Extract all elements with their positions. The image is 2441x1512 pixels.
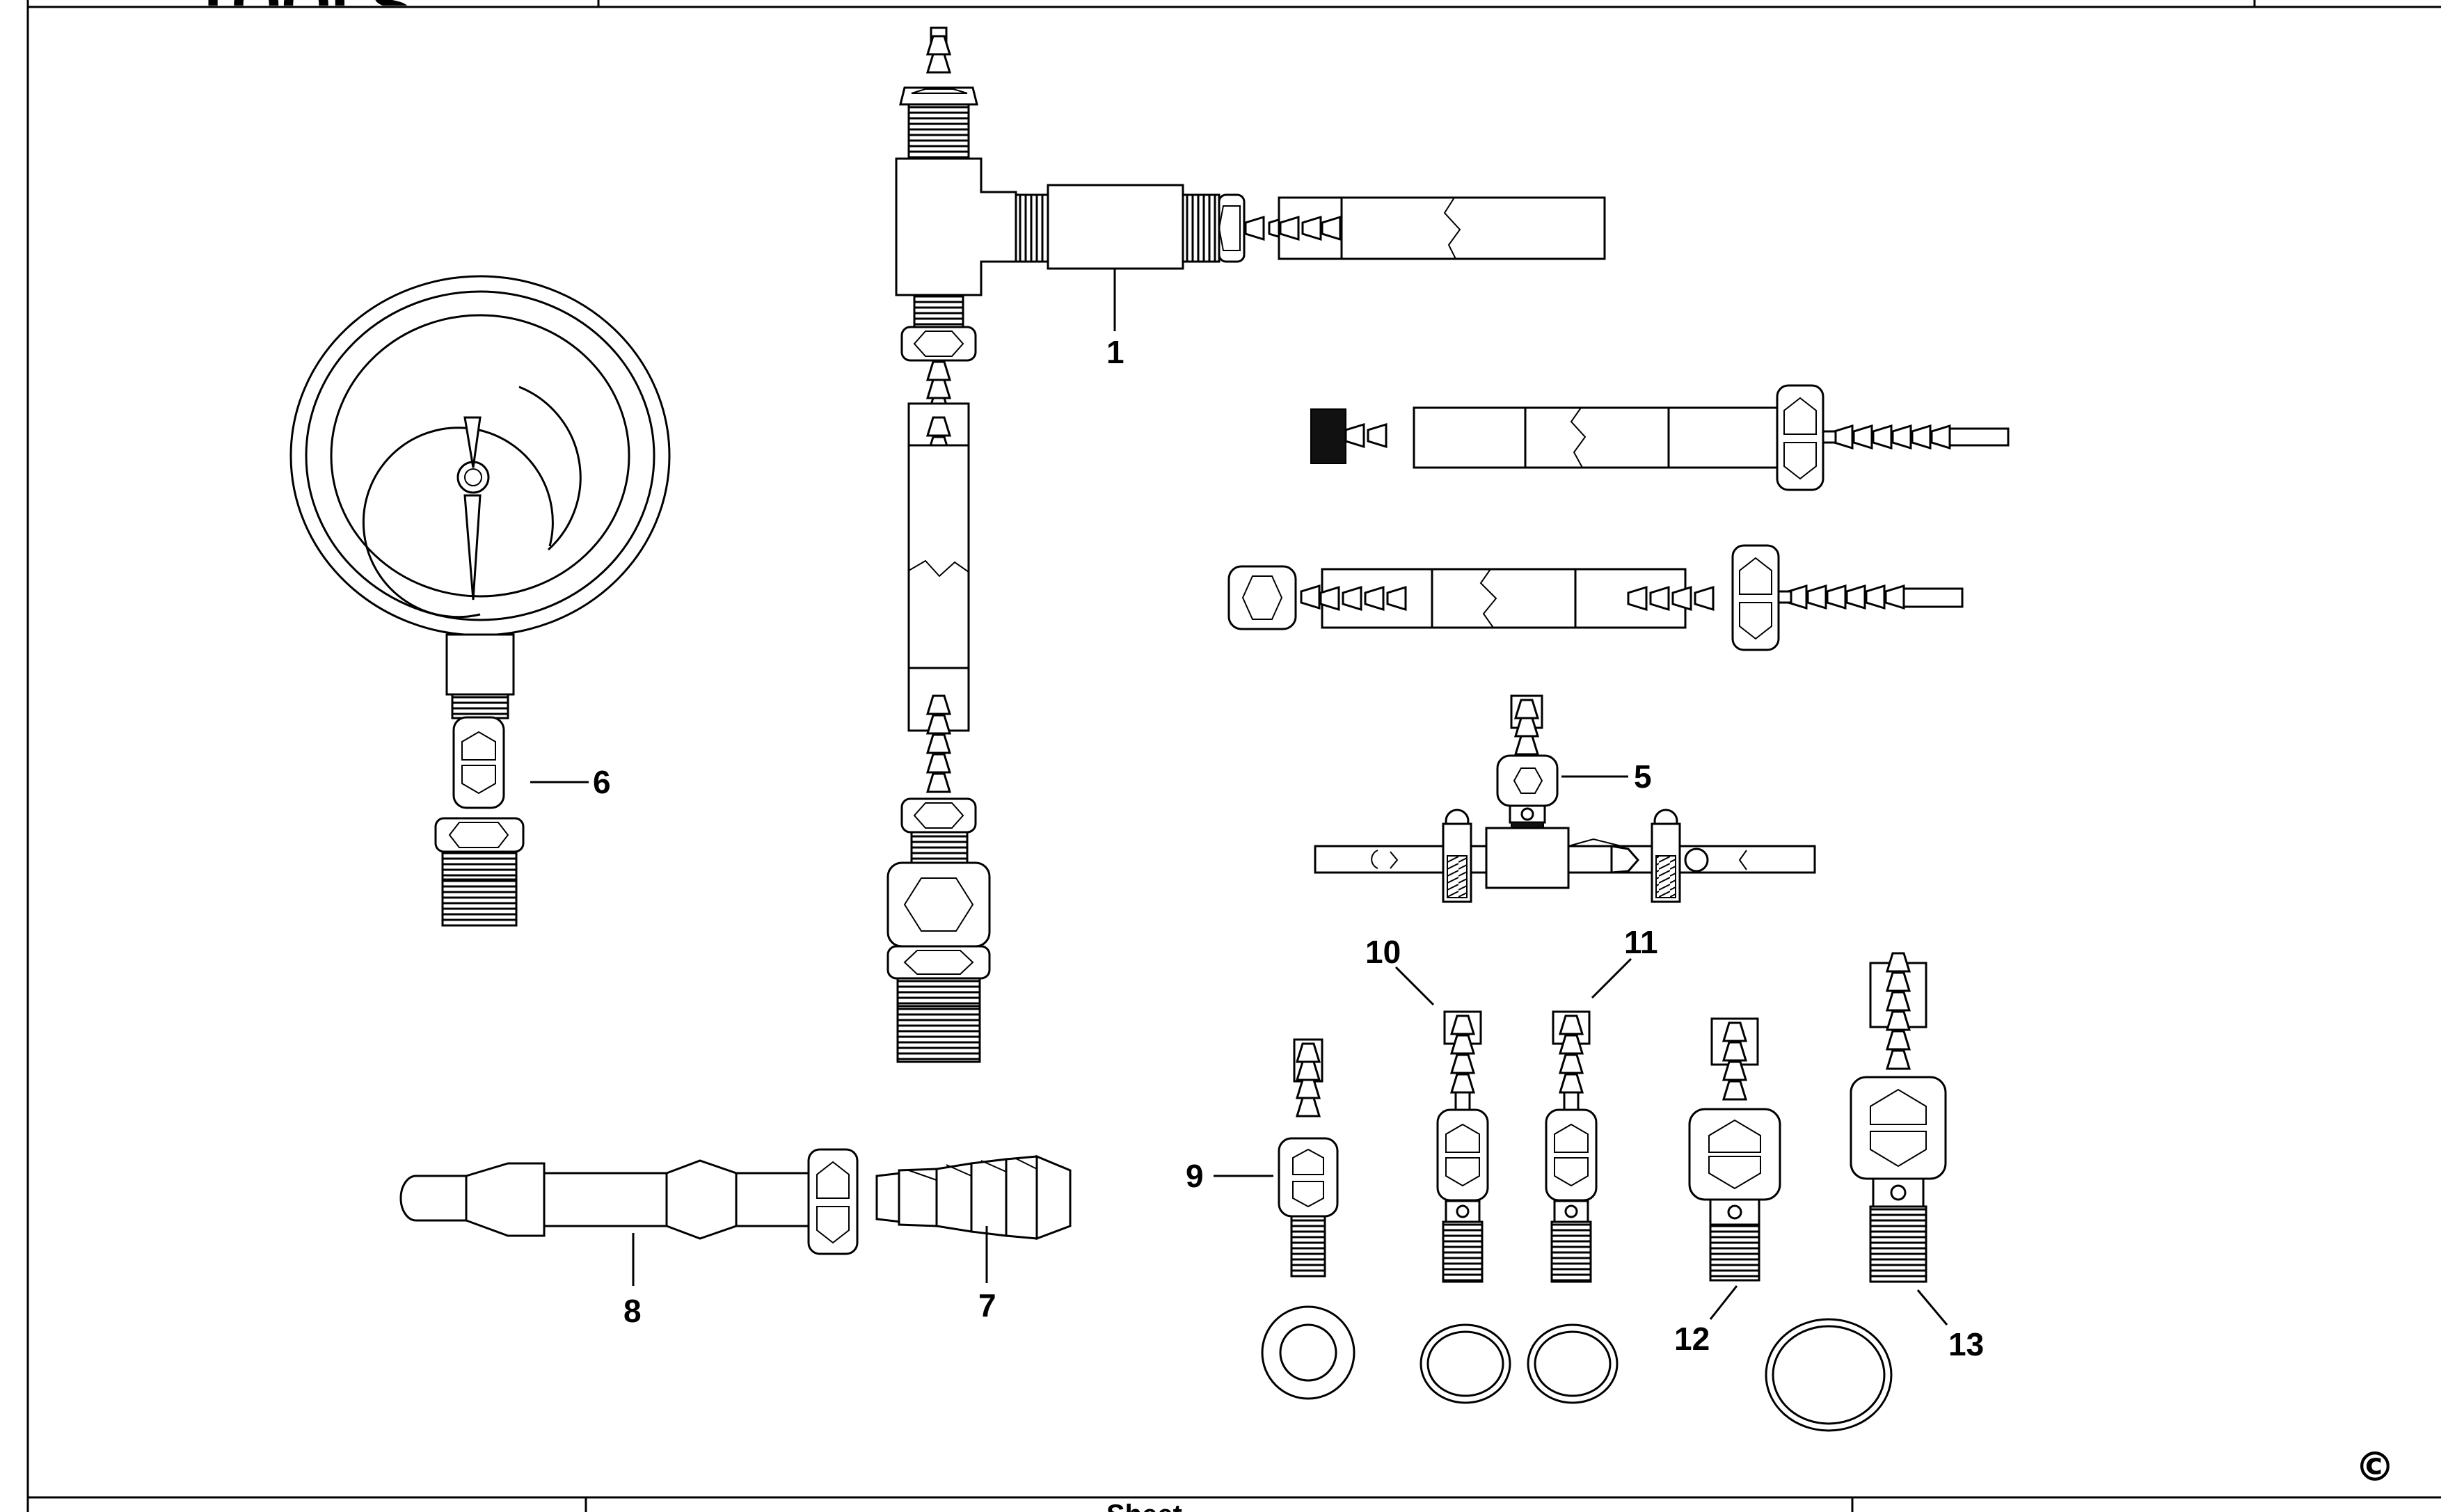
callout-7: 7 <box>978 1226 996 1323</box>
callout-11: 11 <box>1591 924 1658 999</box>
sealing-washer <box>1261 1305 1355 1400</box>
hose-assembly-middle <box>1227 544 1964 651</box>
brand-text: TOOLS <box>193 0 413 40</box>
callout-11-label: 11 <box>1624 924 1658 960</box>
callout-13: 13 <box>1916 1289 1984 1362</box>
callout-6-label: 6 <box>593 764 611 800</box>
adaptor-11 <box>1546 1012 1596 1282</box>
callout-12-label: 12 <box>1674 1321 1710 1357</box>
bleed-tee-assembly <box>1314 694 1816 903</box>
callout-5-label: 5 <box>1634 758 1652 795</box>
callout-1-label: 1 <box>1106 334 1124 370</box>
callout-8: 8 <box>623 1233 642 1329</box>
callout-7-label: 7 <box>978 1287 996 1323</box>
o-ring-small-2 <box>1527 1323 1619 1404</box>
copyright-mark: © <box>2355 1443 2395 1490</box>
callout-6: 6 <box>530 764 611 800</box>
callout-9: 9 <box>1186 1158 1273 1194</box>
callout-10: 10 <box>1365 934 1435 1006</box>
callout-1: 1 <box>1106 269 1124 370</box>
callout-13-label: 13 <box>1948 1326 1984 1362</box>
footer-sheet: Sheet <box>1106 1499 1182 1512</box>
t-piece-assembly <box>886 26 1606 1063</box>
callout-8-label: 8 <box>623 1293 642 1329</box>
brand-logo: TOOLS <box>193 0 413 40</box>
callout-5: 5 <box>1561 758 1652 795</box>
o-ring-large <box>1765 1318 1893 1432</box>
adaptor-13 <box>1850 952 1947 1283</box>
hose-assembly-upper <box>1310 384 2010 491</box>
adaptor-12 <box>1688 1017 1781 1282</box>
o-ring-small-1 <box>1420 1323 1511 1404</box>
callout-12: 12 <box>1674 1285 1738 1357</box>
pressure-gauge <box>289 275 671 927</box>
adaptor-10 <box>1438 1012 1488 1282</box>
callout-9-label: 9 <box>1186 1158 1204 1194</box>
page-border <box>26 0 2441 1512</box>
adaptor-9 <box>1278 1038 1339 1278</box>
hose-barb-7 <box>875 1154 1072 1241</box>
hose-adaptor-8 <box>399 1148 859 1255</box>
sheet-label: Sheet <box>1106 1499 1182 1512</box>
callout-10-label: 10 <box>1365 934 1401 970</box>
